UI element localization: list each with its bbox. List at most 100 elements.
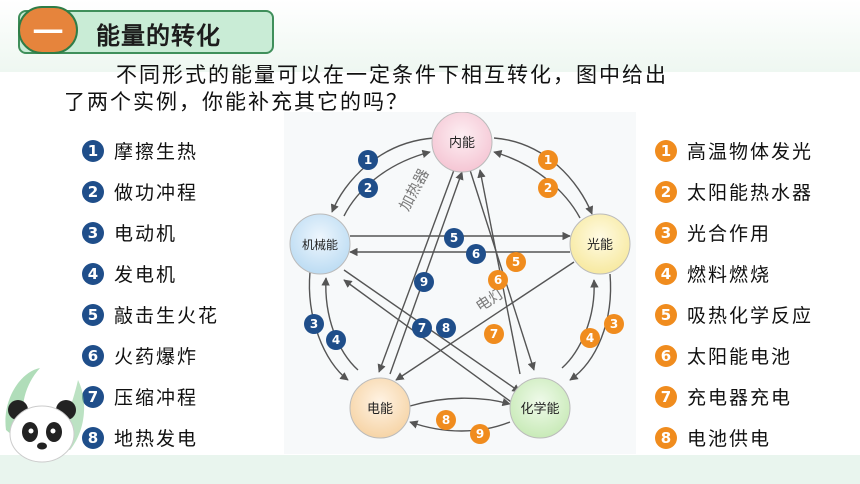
badge-blue-3 — [304, 314, 324, 334]
badge-blue-9 — [414, 272, 434, 292]
arrow-chem-to-mech — [343, 279, 515, 405]
number-badge: 1 — [655, 139, 677, 162]
list-item: 7 压缩冲程 — [82, 376, 219, 417]
number-badge: 6 — [655, 344, 677, 367]
item-text: 太阳能电池 — [687, 346, 793, 368]
item-text: 压缩冲程 — [114, 387, 199, 409]
item-text: 做功冲程 — [114, 182, 199, 204]
badge-orange-2-text: 2 — [544, 181, 552, 195]
badge-orange-8-text: 8 — [442, 413, 450, 427]
item-text: 光合作用 — [687, 223, 772, 245]
item-text: 燃料燃烧 — [687, 264, 772, 286]
badge-blue-4-text: 4 — [332, 333, 340, 347]
item-text: 电动机 — [114, 223, 178, 245]
panda-decoration — [5, 368, 85, 463]
item-text: 电池供电 — [687, 428, 772, 450]
badge-orange-6 — [488, 270, 508, 290]
badge-blue-1 — [358, 150, 378, 170]
badge-orange-8 — [436, 410, 456, 430]
badge-blue-2 — [358, 178, 378, 198]
number-badge: 6 — [82, 344, 104, 367]
node-chemical-label: 化学能 — [520, 401, 559, 417]
list-item: 5 敲击生火花 — [82, 294, 219, 335]
badge-orange-6-text: 6 — [494, 273, 502, 287]
list-item: 8 电池供电 — [655, 417, 813, 458]
arrow-internal-to-elec — [377, 169, 455, 373]
item-text: 敲击生火花 — [114, 305, 220, 327]
arrow-elec-to-chem — [409, 397, 511, 407]
item-text: 吸热化学反应 — [687, 305, 814, 327]
node-internal-label: 内能 — [449, 135, 475, 151]
node-mechanical-energy: 机械能 — [289, 213, 351, 275]
badge-blue-1-text: 1 — [364, 153, 372, 167]
number-badge: 4 — [655, 262, 677, 285]
section-number: 一 — [18, 6, 78, 54]
list-item: 6 火药爆炸 — [82, 335, 219, 376]
badge-orange-5 — [506, 252, 526, 272]
badge-blue-6 — [466, 244, 486, 264]
badge-orange-1 — [538, 150, 558, 170]
list-item: 2 太阳能热水器 — [655, 171, 813, 212]
intro-line-2: 了两个实例，你能补充其它的吗？ — [64, 90, 409, 114]
badge-orange-7 — [484, 324, 504, 344]
number-badge: 3 — [82, 221, 104, 244]
badge-blue-7-text: 7 — [418, 321, 426, 335]
page-title: 能量的转化 — [96, 22, 221, 50]
badge-orange-9-text: 9 — [476, 427, 484, 441]
badge-blue-2-text: 2 — [364, 181, 372, 195]
badge-orange-1-text: 1 — [544, 153, 552, 167]
number-badge: 8 — [655, 426, 677, 449]
badge-blue-4 — [326, 330, 346, 350]
badge-blue-5 — [444, 228, 464, 248]
number-badge: 7 — [655, 385, 677, 408]
badge-blue-8-text: 8 — [442, 321, 450, 335]
bottom-background — [0, 455, 860, 484]
list-item: 3 光合作用 — [655, 212, 813, 253]
node-electric-label: 电能 — [367, 402, 393, 417]
item-text: 高温物体发光 — [687, 141, 814, 163]
list-item: 7 充电器充电 — [655, 376, 813, 417]
node-chemical-energy: 化学能 — [509, 377, 571, 439]
item-text: 地热发电 — [114, 428, 199, 450]
number-badge: 7 — [82, 385, 104, 408]
badge-orange-3 — [604, 314, 624, 334]
list-item: 1 高温物体发光 — [655, 130, 813, 171]
node-mechanical-label: 机械能 — [302, 237, 338, 252]
arrow-light-to-chem — [569, 273, 612, 381]
item-text: 发电机 — [114, 264, 178, 286]
arrow-light-to-elec — [395, 261, 575, 381]
number-badge: 3 — [655, 221, 677, 244]
list-item: 6 太阳能电池 — [655, 335, 813, 376]
item-text: 摩擦生热 — [114, 141, 199, 163]
intro-line-1: 不同形式的能量可以在一定条件下相互转化，图中给出 — [116, 63, 668, 87]
badge-orange-7-text: 7 — [490, 327, 498, 341]
arrow-mech-to-elec — [308, 271, 349, 381]
item-text: 充电器充电 — [687, 387, 793, 409]
node-internal-energy: 内能 — [431, 112, 493, 173]
arrow-mech-to-chem — [343, 269, 521, 393]
item-text: 太阳能热水器 — [687, 182, 814, 204]
list-item: 3 电动机 — [82, 212, 219, 253]
badge-blue-9-text: 9 — [420, 275, 428, 289]
badge-blue-3-text: 3 — [310, 317, 318, 331]
node-light-energy: 光能 — [569, 213, 631, 275]
badge-blue-6-text: 6 — [472, 247, 480, 261]
node-light-label: 光能 — [587, 238, 613, 253]
badge-blue-7 — [412, 318, 432, 338]
number-badge: 2 — [655, 180, 677, 203]
badge-orange-4-text: 4 — [586, 331, 594, 345]
badge-orange-9 — [470, 424, 490, 444]
intro-paragraph: 不同形式的能量可以在一定条件下相互转化，图中给出 了两个实例，你能补充其它的吗？ — [64, 62, 764, 116]
arrow-internal-to-light — [493, 137, 594, 215]
item-text: 火药爆炸 — [114, 346, 199, 368]
number-badge: 4 — [82, 262, 104, 285]
number-badge: 5 — [82, 303, 104, 326]
node-electric-energy: 电能 — [349, 377, 411, 439]
badge-orange-3-text: 3 — [610, 317, 618, 331]
badge-orange-4 — [580, 328, 600, 348]
